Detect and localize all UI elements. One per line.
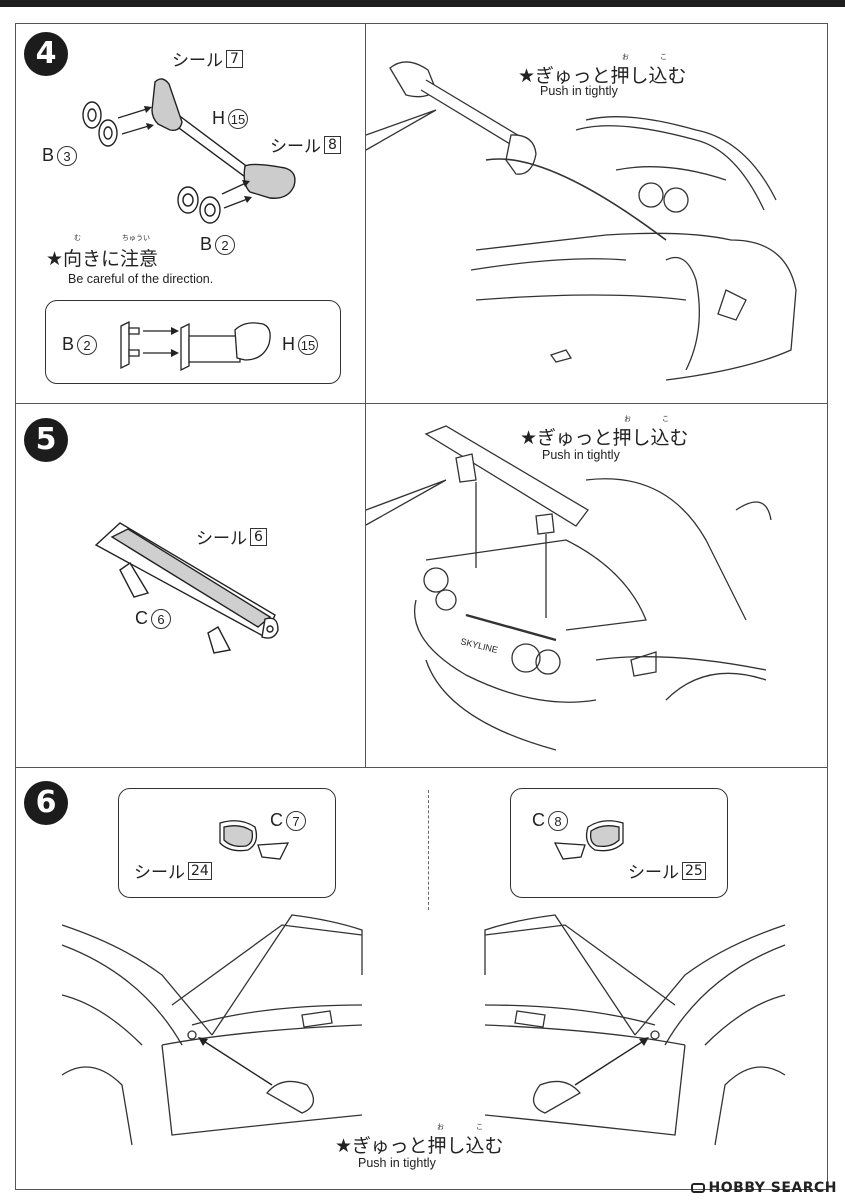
left-door-illustration xyxy=(61,914,363,1146)
section-divider xyxy=(15,767,828,768)
step-4-number: 4 xyxy=(24,32,68,76)
ruby-ko: こ xyxy=(662,415,669,423)
ruby-ko: こ xyxy=(660,53,667,61)
top-border-bar xyxy=(0,0,845,7)
left-mirror-illustration xyxy=(219,820,290,860)
car-rear-trunk-illustration: SKYLINE xyxy=(365,425,772,751)
dashed-divider xyxy=(428,790,429,910)
caution-direction-en: Be careful of the direction. xyxy=(68,272,214,286)
left-mirror-detail-box xyxy=(118,788,336,898)
ruby-mu: む xyxy=(74,234,81,242)
ruby-o: お xyxy=(624,415,631,423)
instruction-frame xyxy=(15,23,828,1190)
caution-direction-jp: ★向きに注意 xyxy=(46,248,159,270)
section-divider xyxy=(15,403,828,404)
ruby-o: お xyxy=(437,1123,444,1131)
push-tightly-en: Push in tightly xyxy=(542,448,620,462)
push-tightly-en: Push in tightly xyxy=(540,84,618,98)
step-6-number: 6 xyxy=(24,781,68,825)
watermark-text: HOBBY SEARCH xyxy=(708,1180,837,1196)
panel-divider xyxy=(365,403,366,767)
direction-detail-box xyxy=(45,300,341,384)
push-tightly-jp: ★ぎゅっと押し込む xyxy=(335,1135,504,1157)
push-tightly-en: Push in tightly xyxy=(358,1156,436,1170)
rear-wing-illustration xyxy=(94,522,279,654)
direction-detail-illustration xyxy=(120,320,271,372)
ruby-chuui: ちゅうい xyxy=(122,234,150,242)
car-rear-interior-illustration xyxy=(365,61,797,381)
rear-wing-stay-assembly-illustration xyxy=(82,78,296,224)
ruby-o: お xyxy=(622,53,629,61)
panel-divider xyxy=(365,23,366,403)
push-tightly-jp: ★ぎゅっと押し込む xyxy=(518,65,687,87)
push-tightly-jp: ★ぎゅっと押し込む xyxy=(520,427,689,449)
car-badge-text: SKYLINE xyxy=(460,636,499,655)
step-5-number: 5 xyxy=(24,418,68,462)
right-mirror-detail-box xyxy=(510,788,728,898)
right-mirror-illustration xyxy=(553,820,624,860)
ruby-ko: こ xyxy=(476,1123,483,1131)
watermark-logo: HOBBY SEARCH xyxy=(690,1180,837,1196)
hobby-search-logo-icon xyxy=(690,1183,705,1193)
right-door-illustration xyxy=(484,914,786,1146)
